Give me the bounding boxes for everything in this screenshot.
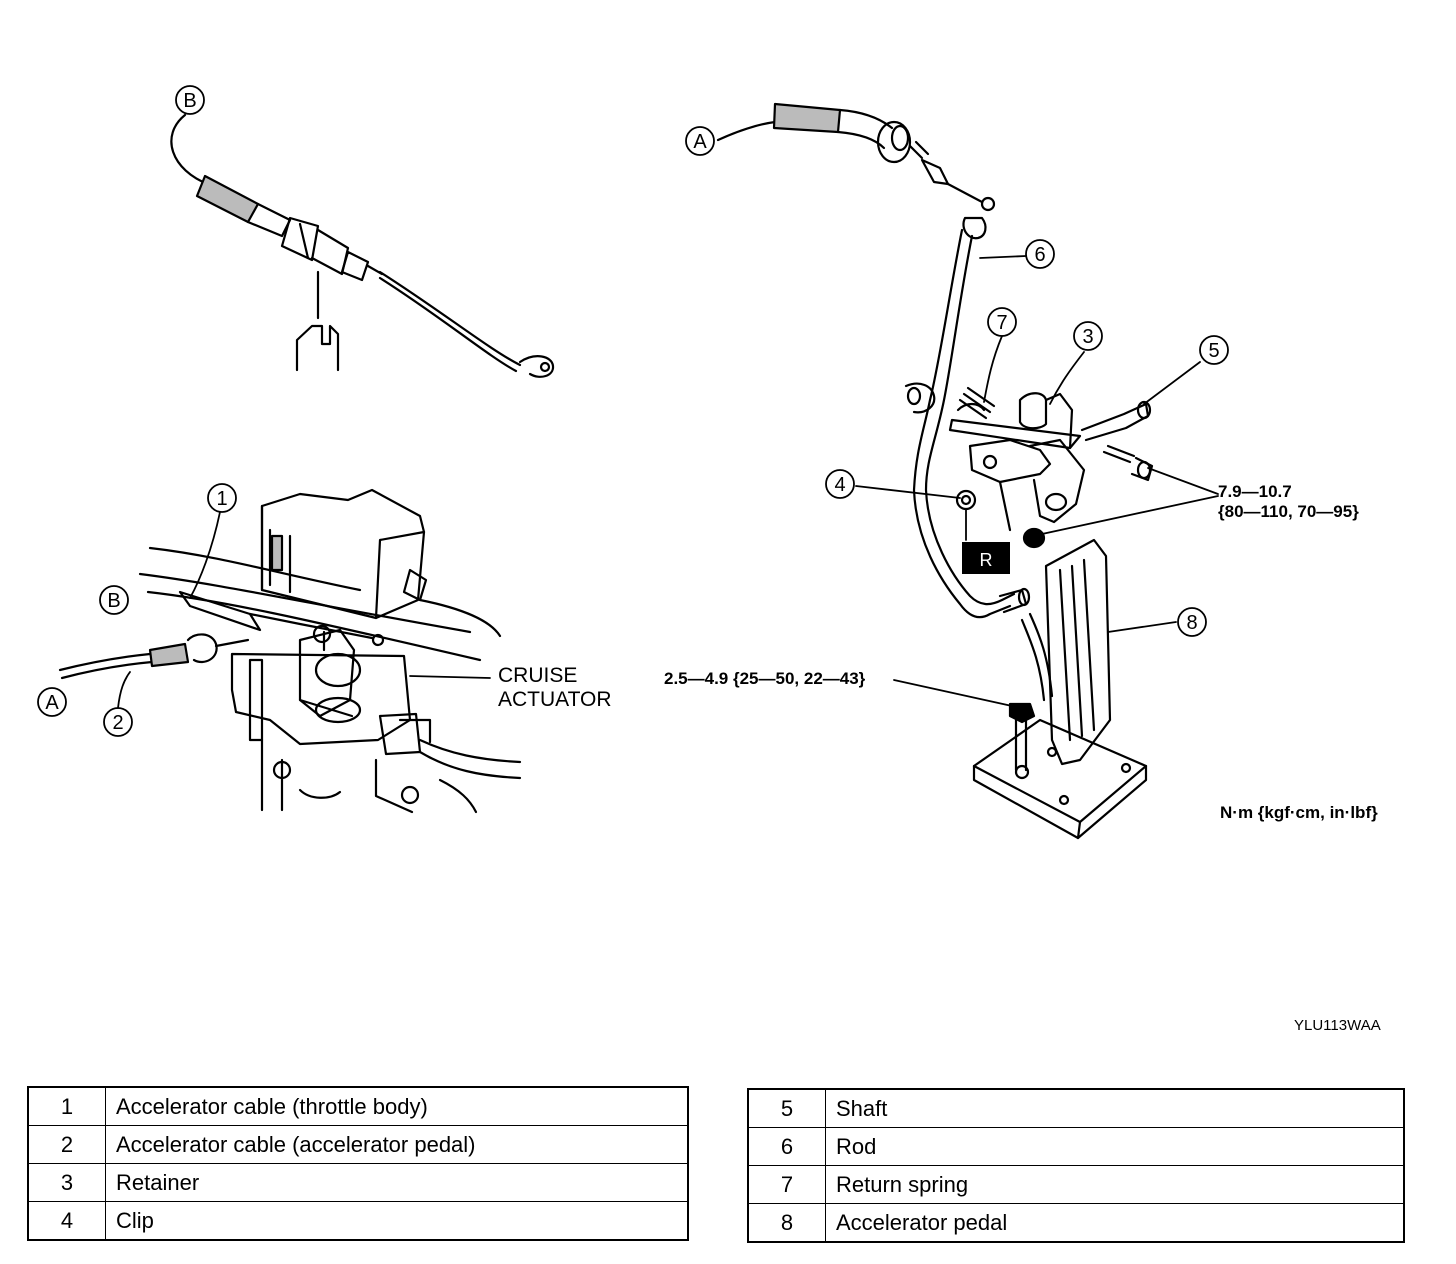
callout-4: 4 (834, 474, 845, 496)
callout-a-left: A (45, 692, 59, 714)
callout-texts: B A B A 1 2 3 4 5 6 7 8 (45, 90, 1219, 734)
part-name: Accelerator cable (throttle body) (105, 1086, 689, 1126)
exploded-view-drawing: B A B A 1 2 3 4 5 6 7 8 R CRUISE ACTUATO… (37, 85, 1381, 1034)
torque-shaft-line2: {80—110, 70—95} (1218, 502, 1359, 521)
part-number: 2 (27, 1125, 106, 1164)
part-name: Accelerator cable (accelerator pedal) (105, 1125, 689, 1164)
part-name: Rod (825, 1127, 1405, 1166)
cruise-actuator-label-line1: CRUISE (498, 664, 577, 687)
callout-3: 3 (1082, 326, 1093, 348)
callout-5: 5 (1208, 340, 1219, 362)
torque-shaft-line1: 7.9—10.7 (1218, 482, 1292, 501)
torque-units: N·m {kgf·cm, in·lbf} (1220, 803, 1378, 822)
callout-6: 6 (1034, 244, 1045, 266)
callout-b-left: B (107, 590, 120, 612)
part-name: Shaft (825, 1088, 1405, 1128)
replace-mark: R (980, 550, 993, 570)
part-number: 3 (27, 1163, 106, 1202)
leader-lines (117, 255, 1219, 709)
replace-mark-box (962, 542, 1010, 574)
part-number: 1 (27, 1086, 106, 1126)
throttle-body-detail (58, 488, 522, 814)
callout-1: 1 (216, 488, 227, 510)
part-number: 8 (747, 1203, 826, 1243)
callout-circles (37, 85, 1229, 737)
cable-end-detail (170, 113, 555, 378)
part-name: Clip (105, 1201, 689, 1241)
part-number: 6 (747, 1127, 826, 1166)
callout-7: 7 (996, 312, 1007, 334)
part-number: 4 (27, 1201, 106, 1241)
torque-pedal: 2.5—4.9 {25—50, 22—43} (664, 669, 866, 688)
callout-8: 8 (1186, 612, 1197, 634)
callout-b-top: B (183, 90, 196, 112)
part-number: 5 (747, 1088, 826, 1128)
part-number: 7 (747, 1165, 826, 1204)
pedal-assembly-detail (716, 102, 1154, 840)
part-name: Accelerator pedal (825, 1203, 1405, 1243)
part-name: Return spring (825, 1165, 1405, 1204)
figure-code: YLU113WAA (1294, 1017, 1381, 1034)
cruise-actuator-label-line2: ACTUATOR (498, 688, 612, 711)
part-name: Retainer (105, 1163, 689, 1202)
callout-2: 2 (112, 712, 123, 734)
callout-a-right: A (693, 131, 707, 153)
